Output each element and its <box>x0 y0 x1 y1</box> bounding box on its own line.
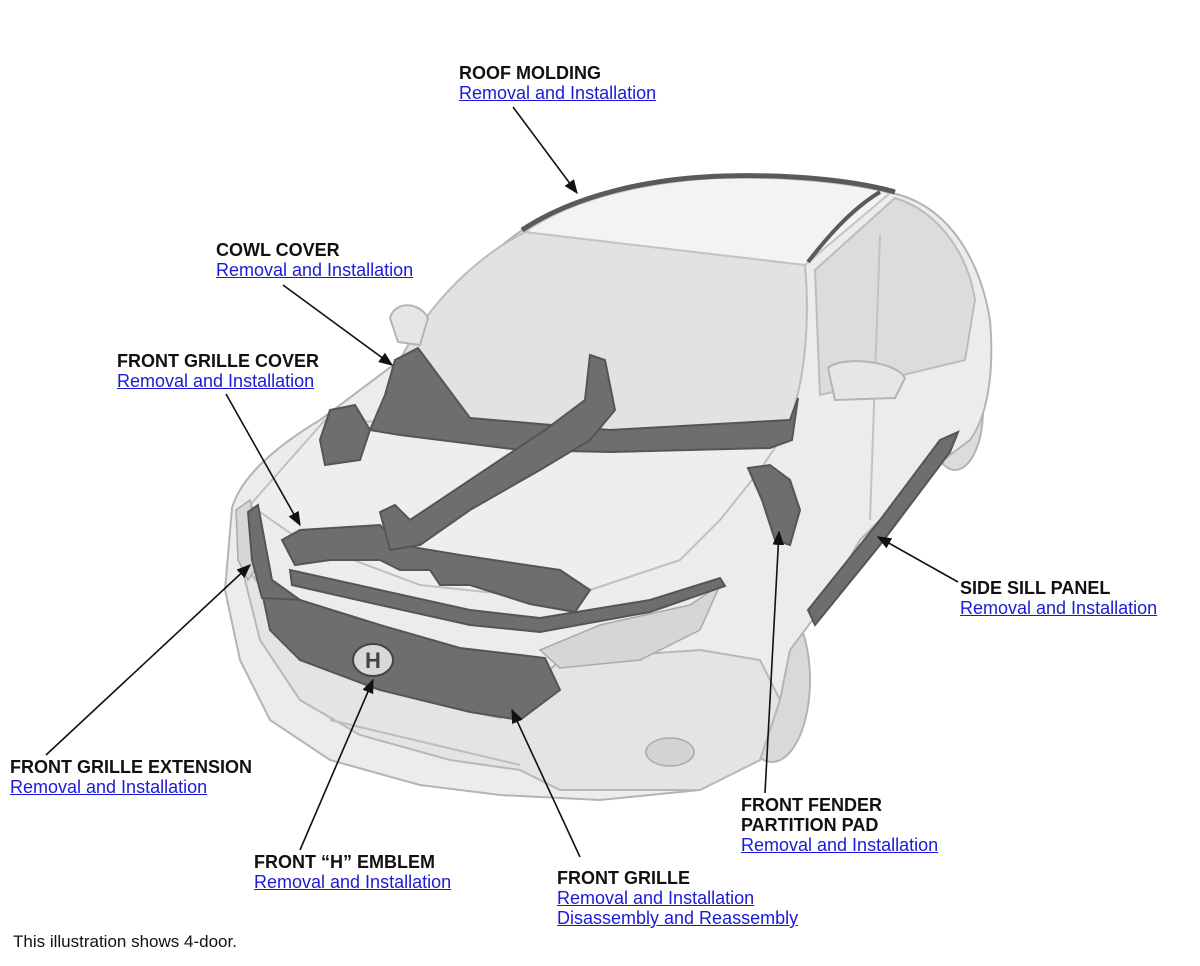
left-mirror <box>388 304 430 347</box>
front-grille-part <box>260 590 562 722</box>
front-grille-cover-removal-link[interactable]: Removal and Installation <box>117 371 315 391</box>
right-headlight <box>538 582 722 669</box>
front-grille-title: FRONT GRILLE <box>557 868 690 888</box>
car-body <box>223 176 993 802</box>
front-h-emblem: H <box>352 643 394 677</box>
front-grille-disassembly-link[interactable]: Disassembly and Reassembly <box>557 908 799 928</box>
side-sill-panel-part <box>806 430 960 627</box>
roof-molding-part <box>520 173 896 233</box>
right-mirror <box>826 360 907 402</box>
callout-front-fender-partition-pad: FRONT FENDER PARTITION PAD Removal and I… <box>741 795 938 855</box>
left-bracket-part <box>318 403 372 467</box>
highlighted-parts <box>246 173 960 722</box>
center-brace-part <box>378 353 617 552</box>
roof-molding-removal-link[interactable]: Removal and Installation <box>459 83 657 103</box>
arrow-front-grille-cover <box>225 393 301 527</box>
side-sill-panel-title: SIDE SILL PANEL <box>960 578 1111 598</box>
roof-molding-title: ROOF MOLDING <box>459 63 601 83</box>
front-h-emblem-removal-link[interactable]: Removal and Installation <box>254 872 452 892</box>
arrow-front-grille <box>511 708 581 858</box>
front-grille-extension-part <box>246 503 304 602</box>
lower-intake <box>329 719 521 766</box>
leader-arrows <box>45 106 959 858</box>
front-grille-cover-title: FRONT GRILLE COVER <box>117 351 319 371</box>
front-grille-extension-title: FRONT GRILLE EXTENSION <box>10 757 253 777</box>
arrow-cowl-cover <box>282 284 394 366</box>
front-fender-partition-pad-title: FRONT FENDER PARTITION PAD <box>741 795 882 835</box>
front-grille-removal-link[interactable]: Removal and Installation <box>557 888 755 908</box>
grille-trim-part <box>288 568 727 634</box>
fog-light <box>645 737 695 767</box>
arrow-side-sill-panel <box>876 536 959 583</box>
callout-front-grille: FRONT GRILLE Removal and Installation Di… <box>557 868 798 928</box>
front-fender-partition-pad-removal-link[interactable]: Removal and Installation <box>741 835 939 855</box>
arrow-front-h-emblem <box>299 678 374 851</box>
callout-front-h-emblem: FRONT “H” EMBLEM Removal and Installatio… <box>254 852 451 892</box>
callout-front-grille-cover: FRONT GRILLE COVER Removal and Installat… <box>117 351 319 391</box>
cowl-cover-part <box>368 346 799 454</box>
front-h-emblem-title: FRONT “H” EMBLEM <box>254 852 435 872</box>
front-grille-extension-removal-link[interactable]: Removal and Installation <box>10 777 208 797</box>
callout-roof-molding: ROOF MOLDING Removal and Installation <box>459 63 656 103</box>
side-windows <box>813 196 977 397</box>
arrow-front-fender-partition-pad <box>764 530 785 794</box>
arrow-front-grille-extension <box>45 564 252 756</box>
cowl-cover-title: COWL COVER <box>216 240 340 260</box>
fender-partition-pad-part <box>746 463 802 547</box>
side-sill-panel-removal-link[interactable]: Removal and Installation <box>960 598 1158 618</box>
emblem-letter: H <box>365 648 381 673</box>
roof-molding-right-part <box>806 190 882 264</box>
callout-front-grille-extension: FRONT GRILLE EXTENSION Removal and Insta… <box>10 757 252 797</box>
cowl-cover-removal-link[interactable]: Removal and Installation <box>216 260 414 280</box>
illustration-note: This illustration shows 4-door. <box>13 932 237 951</box>
arrow-roof-molding <box>512 106 578 195</box>
callout-cowl-cover: COWL COVER Removal and Installation <box>216 240 413 280</box>
callout-side-sill-panel: SIDE SILL PANEL Removal and Installation <box>960 578 1157 618</box>
